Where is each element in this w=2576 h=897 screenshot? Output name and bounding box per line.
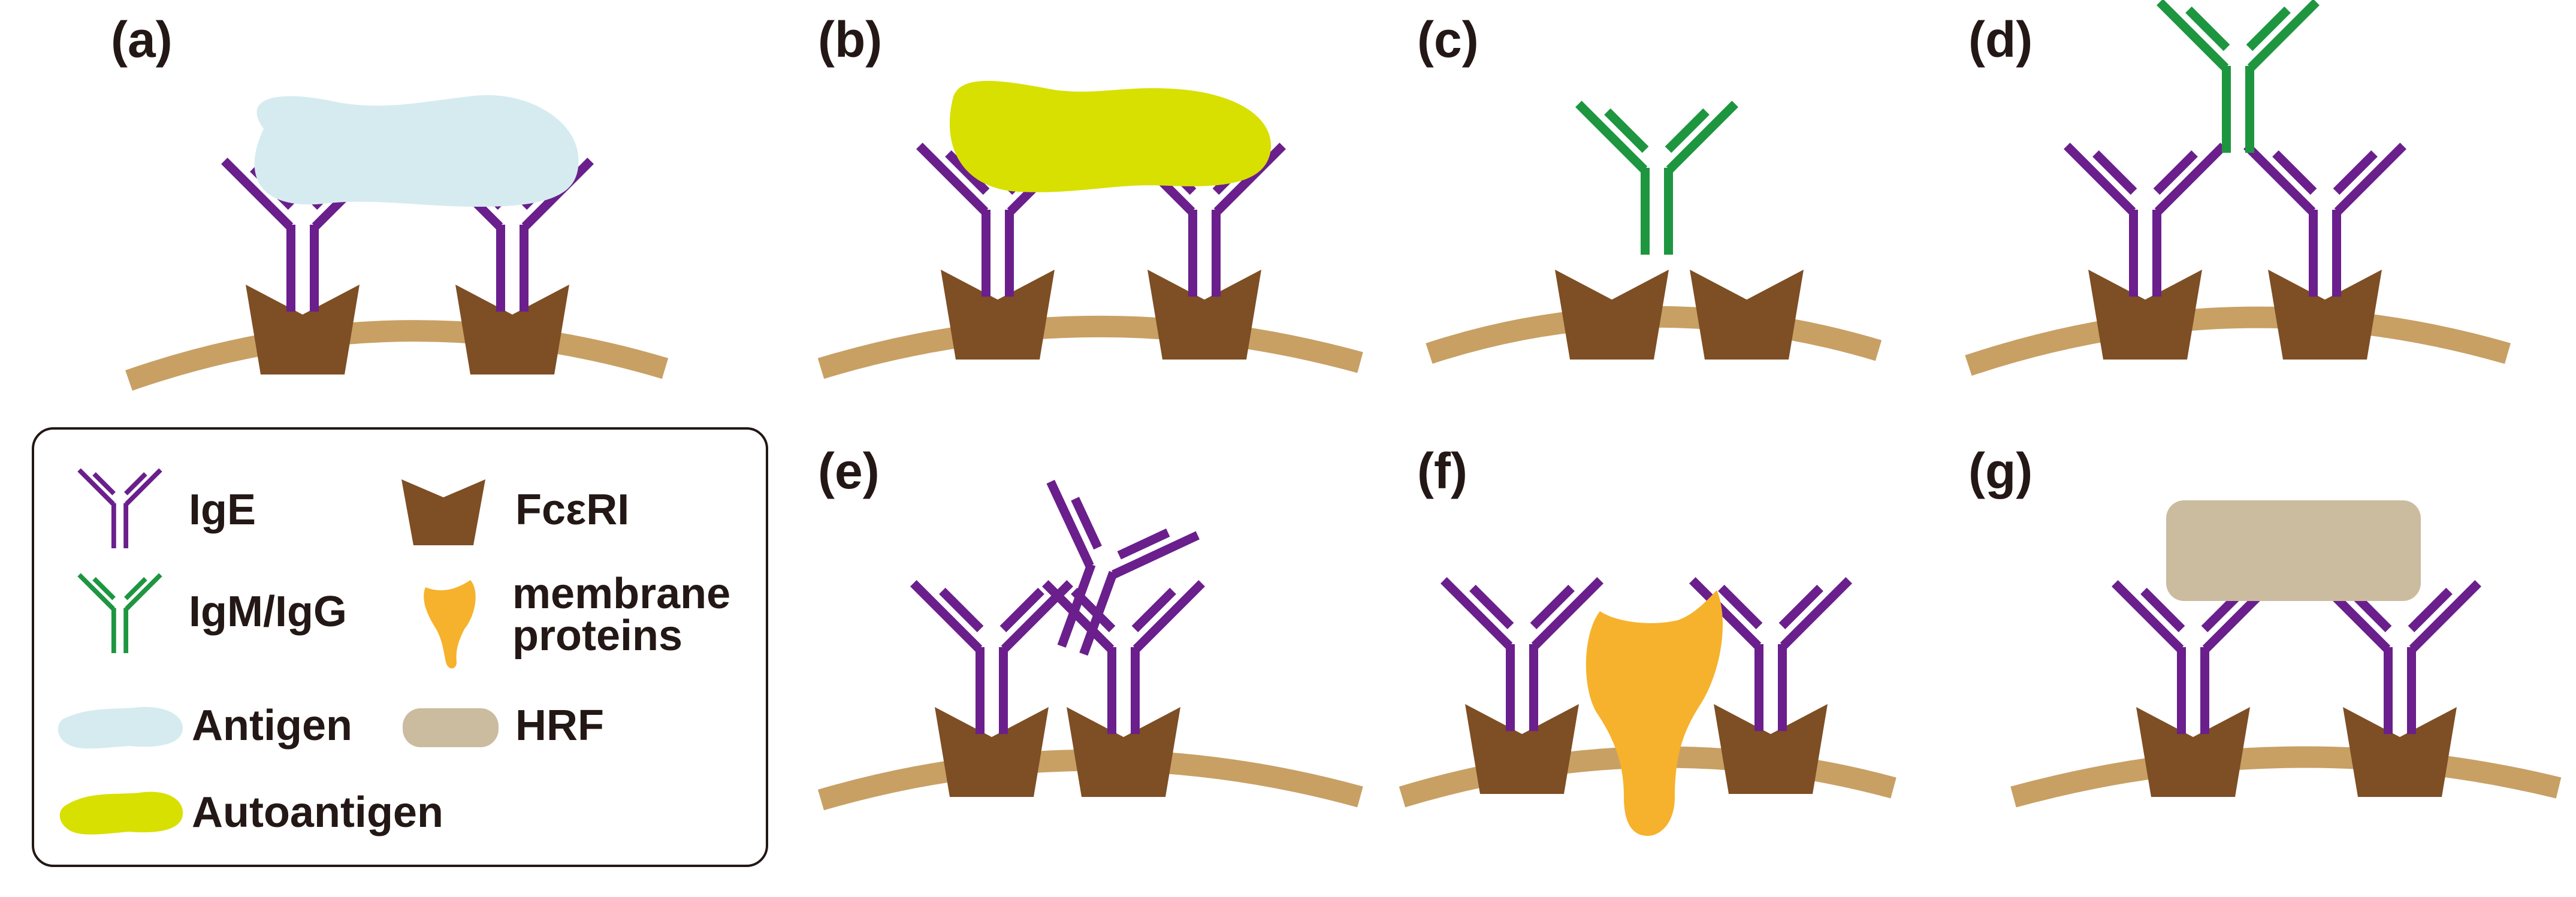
fceri-receptor <box>1690 270 1804 360</box>
igg-antibody <box>1575 90 1738 255</box>
panel-g: (g) <box>1968 443 2562 808</box>
fceri-receptor <box>2268 270 2382 360</box>
panel-a: (a) <box>111 11 669 391</box>
panel-b: (b) <box>817 11 1363 379</box>
fceri-legend-icon <box>401 479 485 545</box>
legend-ige-label: IgE <box>189 486 256 534</box>
autoantigen-blob <box>949 81 1272 192</box>
fceri-receptor <box>1147 270 1261 360</box>
antigen-blob <box>254 95 579 207</box>
ige-antibody <box>1440 566 1603 731</box>
fceri-receptor <box>2088 270 2202 360</box>
legend: IgE FcεRI IgM/IgG membrane proteins Anti… <box>32 427 768 867</box>
ige-antibody <box>1042 569 1205 734</box>
membrane-protein-legend-icon <box>424 580 476 669</box>
panel-d: (d) <box>1965 0 2511 376</box>
panel-d-label: (d) <box>1968 11 2033 68</box>
igg-antibody <box>2157 0 2320 153</box>
panel-c-label: (c) <box>1417 11 1479 68</box>
legend-hrf-label: HRF <box>515 702 604 750</box>
fceri-receptor <box>1714 704 1828 794</box>
panel-f: (f) <box>1399 443 1896 836</box>
legend-igm-igg-label: IgM/IgG <box>189 588 347 636</box>
membrane-protein-shape <box>1586 590 1723 836</box>
panel-e-label: (e) <box>818 443 880 499</box>
legend-frame <box>32 427 768 867</box>
cell-membrane <box>2010 746 2562 808</box>
panel-a-label: (a) <box>111 11 173 68</box>
panel-e: (e) <box>817 443 1363 811</box>
fceri-receptor <box>246 285 360 374</box>
fceri-receptor <box>941 270 1055 360</box>
anti-ige-antibody <box>996 467 1206 678</box>
hrf-legend-icon <box>403 708 499 747</box>
fceri-receptor <box>2136 707 2250 797</box>
fceri-receptor <box>455 285 569 374</box>
cell-membrane <box>1965 306 2511 376</box>
panel-b-label: (b) <box>818 11 882 68</box>
legend-fceri-label: FcεRI <box>515 486 629 534</box>
cell-membrane <box>125 320 669 391</box>
fceri-receptor <box>1555 270 1669 360</box>
panel-g-label: (g) <box>1968 443 2033 499</box>
ige-antibody <box>2243 132 2406 297</box>
fceri-receptor <box>935 707 1049 797</box>
fceri-receptor <box>1067 707 1180 797</box>
cell-membrane <box>817 315 1363 379</box>
legend-antigen-label: Antigen <box>192 702 352 750</box>
panel-f-label: (f) <box>1417 443 1467 499</box>
fceri-receptor <box>1465 704 1579 794</box>
legend-membrane-label-line2: proteins <box>512 612 682 660</box>
ige-antibody <box>2064 132 2227 297</box>
ige-antibody <box>910 569 1073 734</box>
autoantigen-legend-icon <box>59 792 183 835</box>
legend-membrane-label-line1: membrane <box>512 570 730 618</box>
fceri-receptor <box>2343 707 2457 797</box>
antigen-legend-icon <box>58 706 183 749</box>
hrf-block <box>2166 500 2421 601</box>
panel-c: (c) <box>1417 11 1882 364</box>
legend-autoantigen-label: Autoantigen <box>192 789 443 836</box>
